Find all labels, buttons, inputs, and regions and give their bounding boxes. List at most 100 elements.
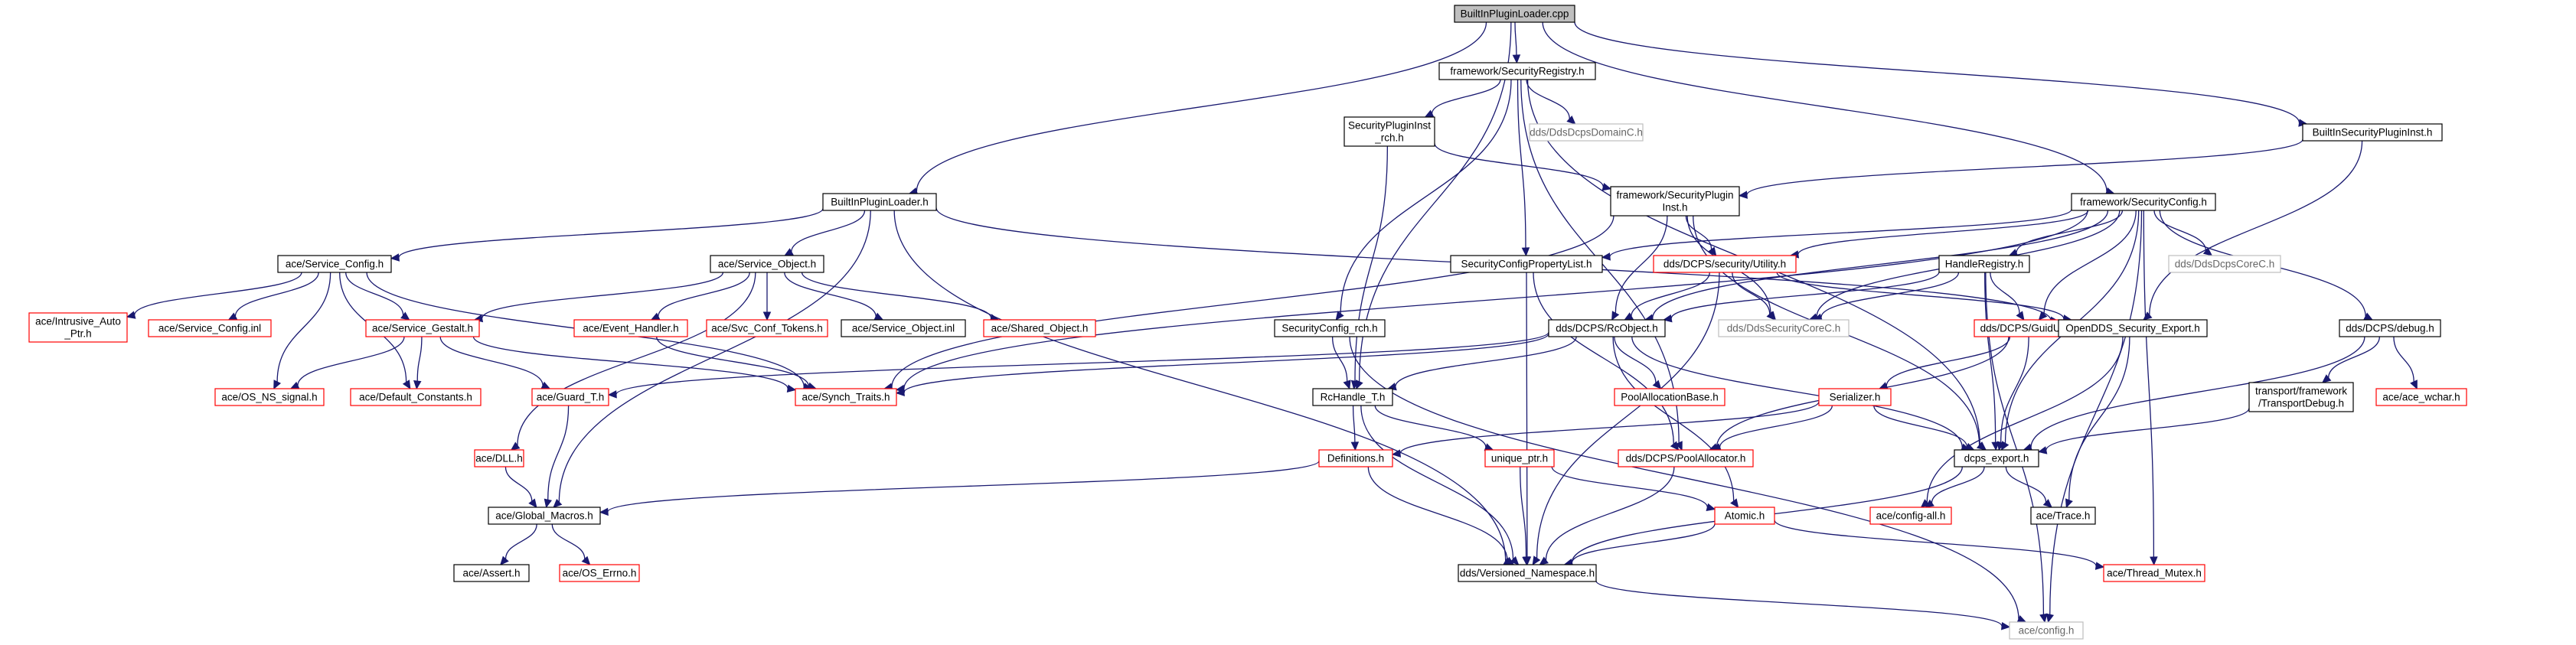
node-box bbox=[559, 564, 640, 582]
node-versionedns[interactable]: dds/Versioned_Namespace.h bbox=[1458, 564, 1597, 582]
node-label: dds/DCPS/PoolAllocator.h bbox=[1626, 453, 1746, 464]
node-secreg[interactable]: framework/SecurityRegistry.h bbox=[1438, 62, 1596, 80]
node-transdebug[interactable]: transport/framework/TransportDebug.h bbox=[2248, 382, 2354, 412]
edge-uniqueptr-to-versionedns bbox=[1520, 466, 1527, 558]
node-aceconfig[interactable]: ace/config.h bbox=[2009, 621, 2084, 640]
node-scrch[interactable]: SecurityConfig_rch.h bbox=[1274, 319, 1386, 337]
edge-atomic-to-threadmutex bbox=[1774, 520, 2097, 566]
arrowhead-globalmacros bbox=[553, 498, 563, 508]
node-threadmutex[interactable]: ace/Thread_Mutex.h bbox=[2103, 564, 2205, 582]
arrowhead-secreg bbox=[1512, 54, 1521, 64]
node-osnssignal[interactable]: ace/OS_NS_signal.h bbox=[214, 388, 325, 406]
node-svcconftok[interactable]: ace/Svc_Conf_Tokens.h bbox=[706, 319, 828, 337]
node-label: ace/Service_Config.h bbox=[286, 259, 384, 270]
node-acewchar[interactable]: ace/ace_wchar.h bbox=[2375, 388, 2467, 406]
node-spirch[interactable]: SecurityPluginInst_rch.h bbox=[1344, 116, 1435, 147]
node-label: ace/Synch_Traits.h bbox=[802, 392, 890, 403]
node-box bbox=[1718, 319, 1850, 337]
node-defconst[interactable]: ace/Default_Constants.h bbox=[350, 388, 482, 406]
edge-svcgestalt-to-synchtraits bbox=[472, 336, 788, 389]
node-serializer[interactable]: Serializer.h bbox=[1818, 388, 1892, 406]
edge-svccfg-to-svccfginl bbox=[234, 272, 319, 317]
node-label: Serializer.h bbox=[1830, 392, 1881, 403]
edge-root-to-bipl bbox=[916, 21, 1487, 192]
node-bipl[interactable]: BuiltInPluginLoader.h bbox=[822, 193, 937, 211]
arrowhead-configall bbox=[1925, 499, 1934, 508]
node-ddsdomainc[interactable]: dds/DdsDcpsDomainC.h bbox=[1529, 123, 1644, 142]
node-ddsseccorec[interactable]: dds/DdsSecurityCoreC.h bbox=[1718, 319, 1850, 337]
arrowhead-synchtraits bbox=[895, 388, 905, 397]
node-box bbox=[531, 388, 609, 406]
node-svcobjinl[interactable]: ace/Service_Object.inl bbox=[841, 319, 966, 337]
edge-evthandler-to-synchtraits bbox=[656, 336, 810, 387]
node-box bbox=[2009, 621, 2084, 640]
node-synchtraits[interactable]: ace/Synch_Traits.h bbox=[795, 388, 897, 406]
node-box bbox=[277, 255, 392, 273]
edge-root-to-rchandle bbox=[1358, 21, 1512, 382]
node-dcpsdebug[interactable]: dds/DCPS/debug.h bbox=[2339, 319, 2441, 337]
node-acetrace[interactable]: ace/Trace.h bbox=[2030, 507, 2096, 525]
node-dcpsexport[interactable]: dcps_export.h bbox=[1954, 449, 2039, 467]
node-globalmacros[interactable]: ace/Global_Macros.h bbox=[488, 507, 601, 525]
edge-bisecinst-to-fwspi bbox=[1746, 138, 2303, 195]
edge-handlereg-to-ddsseccorec bbox=[1820, 272, 1960, 318]
node-evthandler[interactable]: ace/Event_Handler.h bbox=[573, 319, 688, 337]
node-svcgestalt[interactable]: ace/Service_Gestalt.h bbox=[365, 319, 480, 337]
edge-handlereg-to-dcpsexport bbox=[1984, 272, 1996, 443]
node-svccfg[interactable]: ace/Service_Config.h bbox=[277, 255, 392, 273]
node-root[interactable]: BuiltInPluginLoader.cpp bbox=[1454, 5, 1575, 23]
node-ddscorec[interactable]: dds/DdsDcpsCoreC.h bbox=[2168, 255, 2281, 273]
node-label: framework/SecurityConfig.h bbox=[2080, 197, 2207, 208]
node-uniqueptr[interactable]: unique_ptr.h bbox=[1484, 449, 1555, 467]
edge-fwsc-to-aceconfig bbox=[2049, 210, 2143, 615]
edge-svccfg-to-osnssignal bbox=[276, 272, 331, 383]
arrowhead-acetrace bbox=[2065, 498, 2073, 509]
edge-oddsexport-to-configall bbox=[1926, 336, 2124, 503]
node-rcobj[interactable]: dds/DCPS/RcObject.h bbox=[1548, 319, 1666, 337]
node-svccfginl[interactable]: ace/Service_Config.inl bbox=[148, 319, 272, 337]
arrowhead-aceconfig bbox=[2039, 613, 2048, 624]
node-label: ace/Service_Config.inl bbox=[158, 323, 261, 334]
node-sharedobj[interactable]: ace/Shared_Object.h bbox=[983, 319, 1096, 337]
node-configall[interactable]: ace/config-all.h bbox=[1869, 507, 1952, 525]
node-oddsexport[interactable]: OpenDDS_Security_Export.h bbox=[2058, 319, 2208, 337]
node-label: OpenDDS_Security_Export.h bbox=[2065, 323, 2200, 334]
arrowhead-scpl bbox=[1601, 252, 1611, 261]
node-bisecinst[interactable]: BuiltInSecurityPluginInst.h bbox=[2302, 123, 2443, 142]
edge-atomic-to-versionedns bbox=[1571, 523, 1716, 563]
node-scpl[interactable]: SecurityConfigPropertyList.h bbox=[1450, 255, 1603, 273]
arrowhead-globalmacros bbox=[544, 498, 552, 509]
node-poolallocbase[interactable]: PoolAllocationBase.h bbox=[1614, 388, 1725, 406]
edge-fwsc-to-ddscorec bbox=[2153, 210, 2207, 251]
edge-fwsc-to-synchtraits bbox=[903, 210, 2088, 389]
node-aceassert[interactable]: ace/Assert.h bbox=[453, 564, 530, 582]
node-label: ace/Shared_Object.h bbox=[991, 323, 1089, 334]
arrowhead-versionedns bbox=[1522, 556, 1530, 566]
node-fwspi[interactable]: framework/SecurityPluginInst.h bbox=[1610, 186, 1740, 217]
arrowhead-dcpsexport bbox=[1976, 441, 1987, 451]
arrowhead-rchandle bbox=[1343, 380, 1351, 390]
node-label: ace/config-all.h bbox=[1876, 510, 1946, 522]
arrowhead-versionedns bbox=[1510, 555, 1520, 565]
node-definitions[interactable]: Definitions.h bbox=[1318, 449, 1393, 467]
node-guardt[interactable]: ace/Guard_T.h bbox=[531, 388, 609, 406]
edge-globalmacros-to-aceassert bbox=[504, 523, 537, 559]
node-rchandle[interactable]: RcHandle_T.h bbox=[1312, 388, 1393, 406]
node-fwsc[interactable]: framework/SecurityConfig.h bbox=[2071, 193, 2216, 211]
arrowhead-ddsseccorec bbox=[1766, 311, 1776, 321]
node-oserrno[interactable]: ace/OS_Errno.h bbox=[559, 564, 640, 582]
node-poolalloc[interactable]: dds/DCPS/PoolAllocator.h bbox=[1618, 449, 1754, 467]
node-handlereg[interactable]: HandleRegistry.h bbox=[1938, 255, 2030, 273]
nodes-layer: BuiltInPluginLoader.cpp framework/Securit… bbox=[28, 5, 2467, 640]
node-dll[interactable]: ace/DLL.h bbox=[474, 449, 524, 467]
arrowhead-versionedns bbox=[1539, 556, 1549, 565]
node-autoptr[interactable]: ace/Intrusive_Auto_Ptr.h bbox=[28, 312, 128, 343]
node-svcobj[interactable]: ace/Service_Object.h bbox=[710, 255, 824, 273]
node-secutil[interactable]: dds/DCPS/security/Utility.h bbox=[1653, 255, 1797, 273]
node-atomic[interactable]: Atomic.h bbox=[1714, 507, 1775, 525]
node-box bbox=[1484, 449, 1555, 467]
node-label: ace/Guard_T.h bbox=[537, 392, 605, 403]
edge-transdebug-to-dcpsexport bbox=[2045, 407, 2250, 451]
arrowhead-guidutils bbox=[2016, 311, 2025, 321]
edge-definitions-to-globalmacros bbox=[607, 460, 1320, 513]
